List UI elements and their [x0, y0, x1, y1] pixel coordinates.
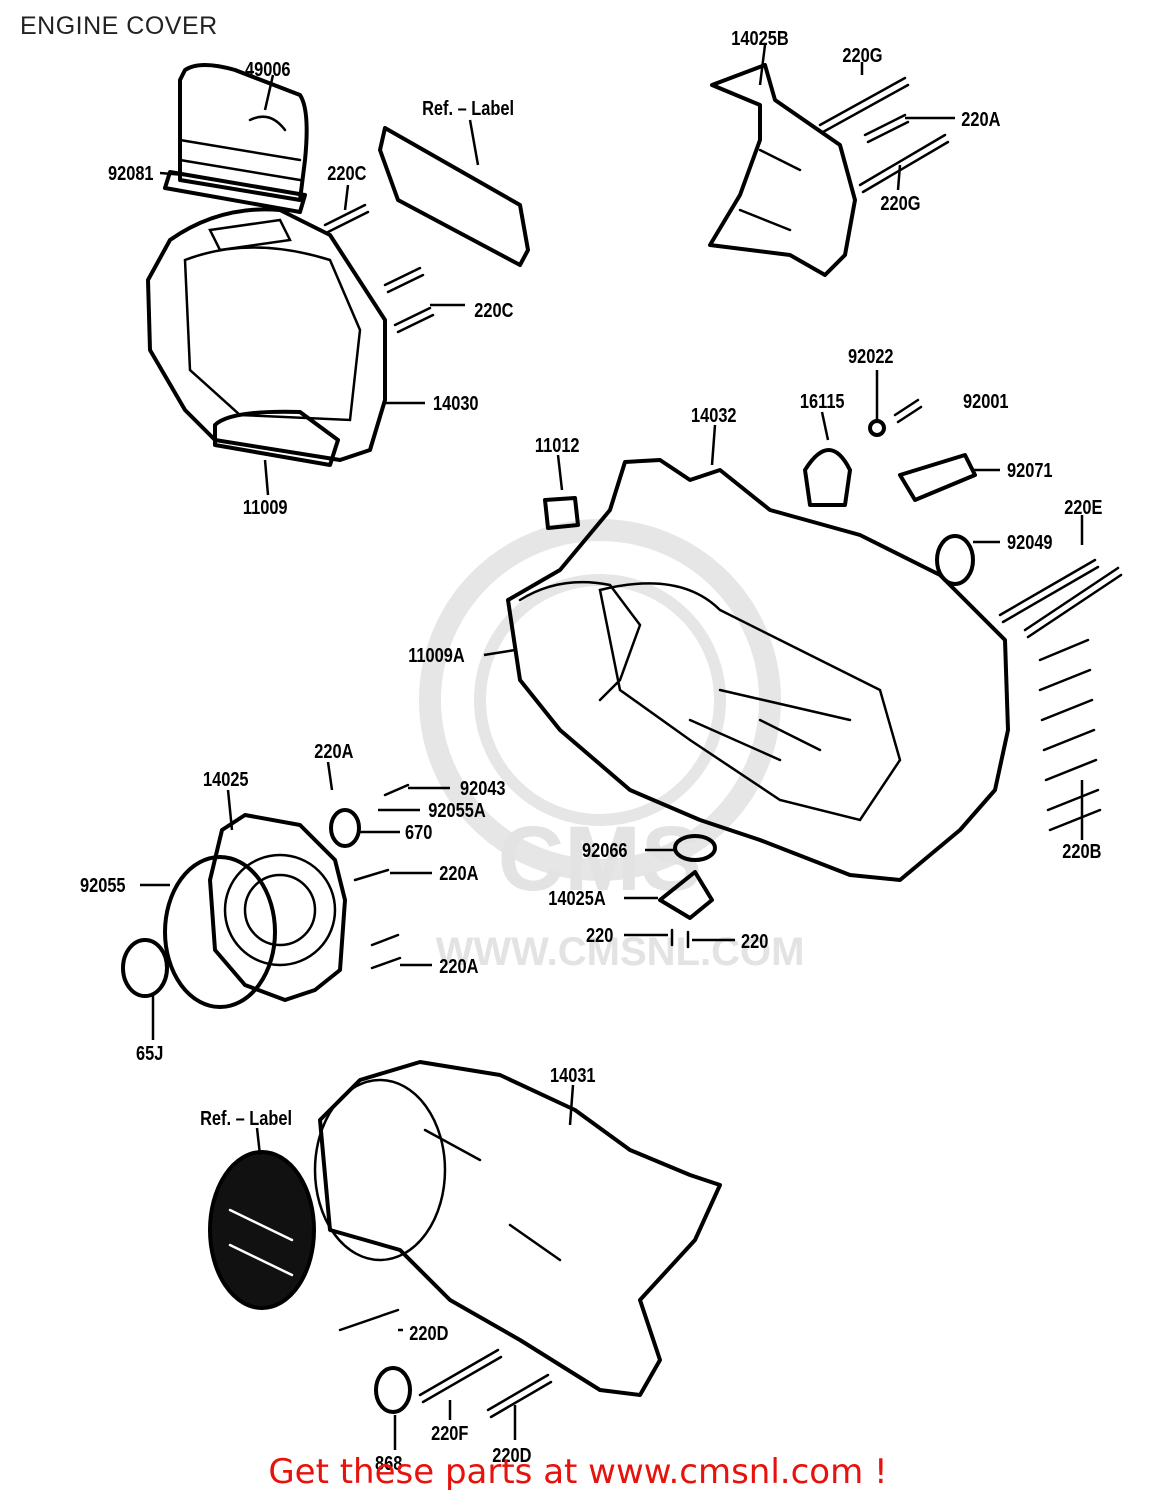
part-14025b-bracket	[708, 63, 857, 277]
label-16115: 16115	[800, 389, 845, 412]
label-14025a: 14025A	[548, 886, 605, 909]
part-92001-bolt	[893, 398, 923, 424]
part-868-grommet	[374, 1366, 412, 1414]
label-220b: 220B	[1062, 839, 1101, 862]
label-220-b: 220	[741, 929, 768, 952]
footer-cta[interactable]: Get these parts at www.cmsnl.com !	[268, 1452, 888, 1492]
part-92071-plate	[898, 453, 977, 502]
part-14031-outer-cover	[313, 1060, 722, 1397]
bolt-220g-2	[858, 133, 950, 194]
label-220d-a: 220D	[409, 1321, 448, 1344]
label-11009: 11009	[243, 495, 288, 518]
label-14032: 14032	[691, 403, 737, 426]
label-220e: 220E	[1064, 495, 1102, 518]
ref-label-panel	[378, 126, 530, 267]
part-92043-pin	[383, 783, 410, 797]
label-49006: 49006	[245, 57, 291, 80]
label-220a-b: 220A	[314, 739, 353, 762]
bolt-220a-1	[863, 113, 910, 144]
bolt-220g-1	[818, 76, 910, 134]
bolt-220c-2	[383, 266, 425, 294]
part-92049-seal	[935, 534, 975, 586]
label-11012: 11012	[535, 433, 580, 456]
part-14032-crankcase-cover	[506, 458, 1010, 882]
label-92049: 92049	[1007, 530, 1053, 553]
part-16115-breather	[803, 448, 852, 507]
label-92055a: 92055A	[428, 798, 485, 821]
part-11009-gasket	[213, 409, 340, 467]
ref-label-disc	[208, 1150, 316, 1310]
label-92022: 92022	[848, 344, 894, 367]
bolt-220c-1	[323, 203, 370, 234]
label-220g-b: 220G	[880, 191, 920, 214]
label-92081: 92081	[108, 161, 154, 184]
bolt-220f	[418, 1348, 503, 1404]
label-220f: 220F	[431, 1421, 468, 1444]
label-220c-a: 220C	[327, 161, 366, 184]
part-670-oring	[329, 808, 361, 848]
label-11009a: 11009A	[408, 643, 464, 666]
part-92055-oring	[163, 855, 277, 1009]
label-14025b: 14025B	[731, 26, 788, 49]
part-14025-housing	[208, 813, 347, 1002]
label-220-a: 220	[586, 923, 613, 946]
bolts-220-clamp	[670, 928, 690, 949]
label-92071: 92071	[1007, 458, 1053, 481]
part-65j-seal	[121, 938, 169, 998]
label-220a-a: 220A	[961, 107, 1000, 130]
bolt-220d-1	[338, 1308, 400, 1332]
gasket-11009a	[518, 580, 642, 702]
label-220d-b: 220D	[492, 1443, 531, 1466]
part-92081-gasket	[163, 170, 307, 214]
label-220a-c: 220A	[439, 861, 478, 884]
part-49006-cap	[178, 63, 309, 202]
watermark-url: WWW.CMSNL.COM	[436, 930, 805, 974]
label-92066: 92066	[582, 838, 628, 861]
label-ref-label-a: Ref. – Label	[422, 96, 514, 119]
bolts-220a-housing	[353, 868, 402, 970]
label-220a-d: 220A	[439, 954, 478, 977]
part-11012-bushing	[543, 496, 580, 530]
label-220c-b: 220C	[474, 298, 513, 321]
page-title: ENGINE COVER	[20, 12, 218, 40]
label-92055: 92055	[80, 873, 126, 896]
label-65j: 65J	[136, 1041, 163, 1064]
label-14030: 14030	[433, 391, 479, 414]
label-670: 670	[405, 820, 432, 843]
part-14025a-clamp	[658, 870, 714, 920]
label-868: 868	[375, 1451, 402, 1474]
label-92001: 92001	[963, 389, 1009, 412]
label-14025: 14025	[203, 767, 249, 790]
label-14031: 14031	[550, 1063, 596, 1086]
part-92066-grommet	[673, 834, 717, 862]
leader-lines	[140, 44, 1084, 1450]
bolts-220b	[1038, 638, 1102, 832]
label-ref-label-b: Ref. – Label	[200, 1106, 292, 1129]
bolt-220d-2	[486, 1373, 553, 1419]
label-220g-a: 220G	[842, 43, 882, 66]
bolt-220c-3	[393, 306, 435, 334]
part-92022-washer	[868, 419, 886, 437]
label-92043: 92043	[460, 776, 506, 799]
bolts-220e	[998, 558, 1123, 639]
part-14030-cover	[146, 207, 387, 462]
part-labels: 49006 92081 220C Ref. – Label 220C 14030…	[80, 26, 1102, 1474]
